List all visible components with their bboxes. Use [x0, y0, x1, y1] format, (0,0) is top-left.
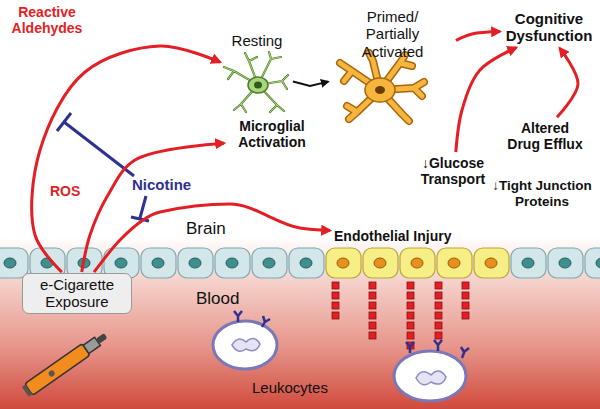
connector-arrow — [94, 204, 330, 272]
process-label: Microglial Activation — [226, 116, 318, 152]
microglia-node: Primed/ Partially Activated — [330, 6, 455, 126]
effect-label: ↓Tight Junction Proteins — [488, 178, 596, 209]
region-label: Brain — [186, 219, 226, 239]
resting-microglia — [224, 52, 288, 112]
node-text: ↓Glucose Transport — [416, 155, 490, 187]
effect-label: Endothelial Injury — [332, 226, 453, 246]
leukocyte — [213, 311, 277, 369]
tight-junctions — [332, 282, 469, 349]
edge-label: ROS — [50, 183, 80, 199]
edge-label: Reactive Aldehydes — [6, 4, 88, 36]
leukocyte — [394, 340, 469, 401]
connector-arrow — [456, 48, 516, 152]
node-text: Resting — [224, 32, 290, 49]
node-text: Altered Drug Efflux — [507, 120, 583, 152]
connector-arrow — [456, 32, 500, 41]
node-text: Microglial Activation — [228, 118, 316, 150]
effect-label: ↓Glucose Transport — [414, 153, 492, 189]
node-text: e-Cigarette Exposure — [37, 276, 117, 311]
primed-microglia — [340, 53, 424, 121]
region-label: Blood — [196, 289, 239, 309]
node-text: Endothelial Injury — [334, 228, 451, 244]
connector-arrow — [32, 46, 220, 272]
outcome-label: Cognitive Dysfunction — [502, 8, 596, 47]
microglia-node: Resting — [222, 30, 292, 114]
connector-arrow — [293, 82, 328, 86]
cell-label: Leukocytes — [252, 379, 328, 396]
connector-arrow — [557, 48, 578, 117]
exposure-box: e-Cigarette Exposure — [22, 273, 132, 314]
node-text: Primed/ Partially Activated — [339, 8, 447, 60]
agent-label: Nicotine — [132, 176, 191, 193]
effect-label: Altered Drug Efflux — [505, 118, 585, 154]
node-text: Cognitive Dysfunction — [504, 10, 594, 45]
connector-arrow — [82, 143, 224, 272]
e-cigarette — [21, 330, 109, 398]
